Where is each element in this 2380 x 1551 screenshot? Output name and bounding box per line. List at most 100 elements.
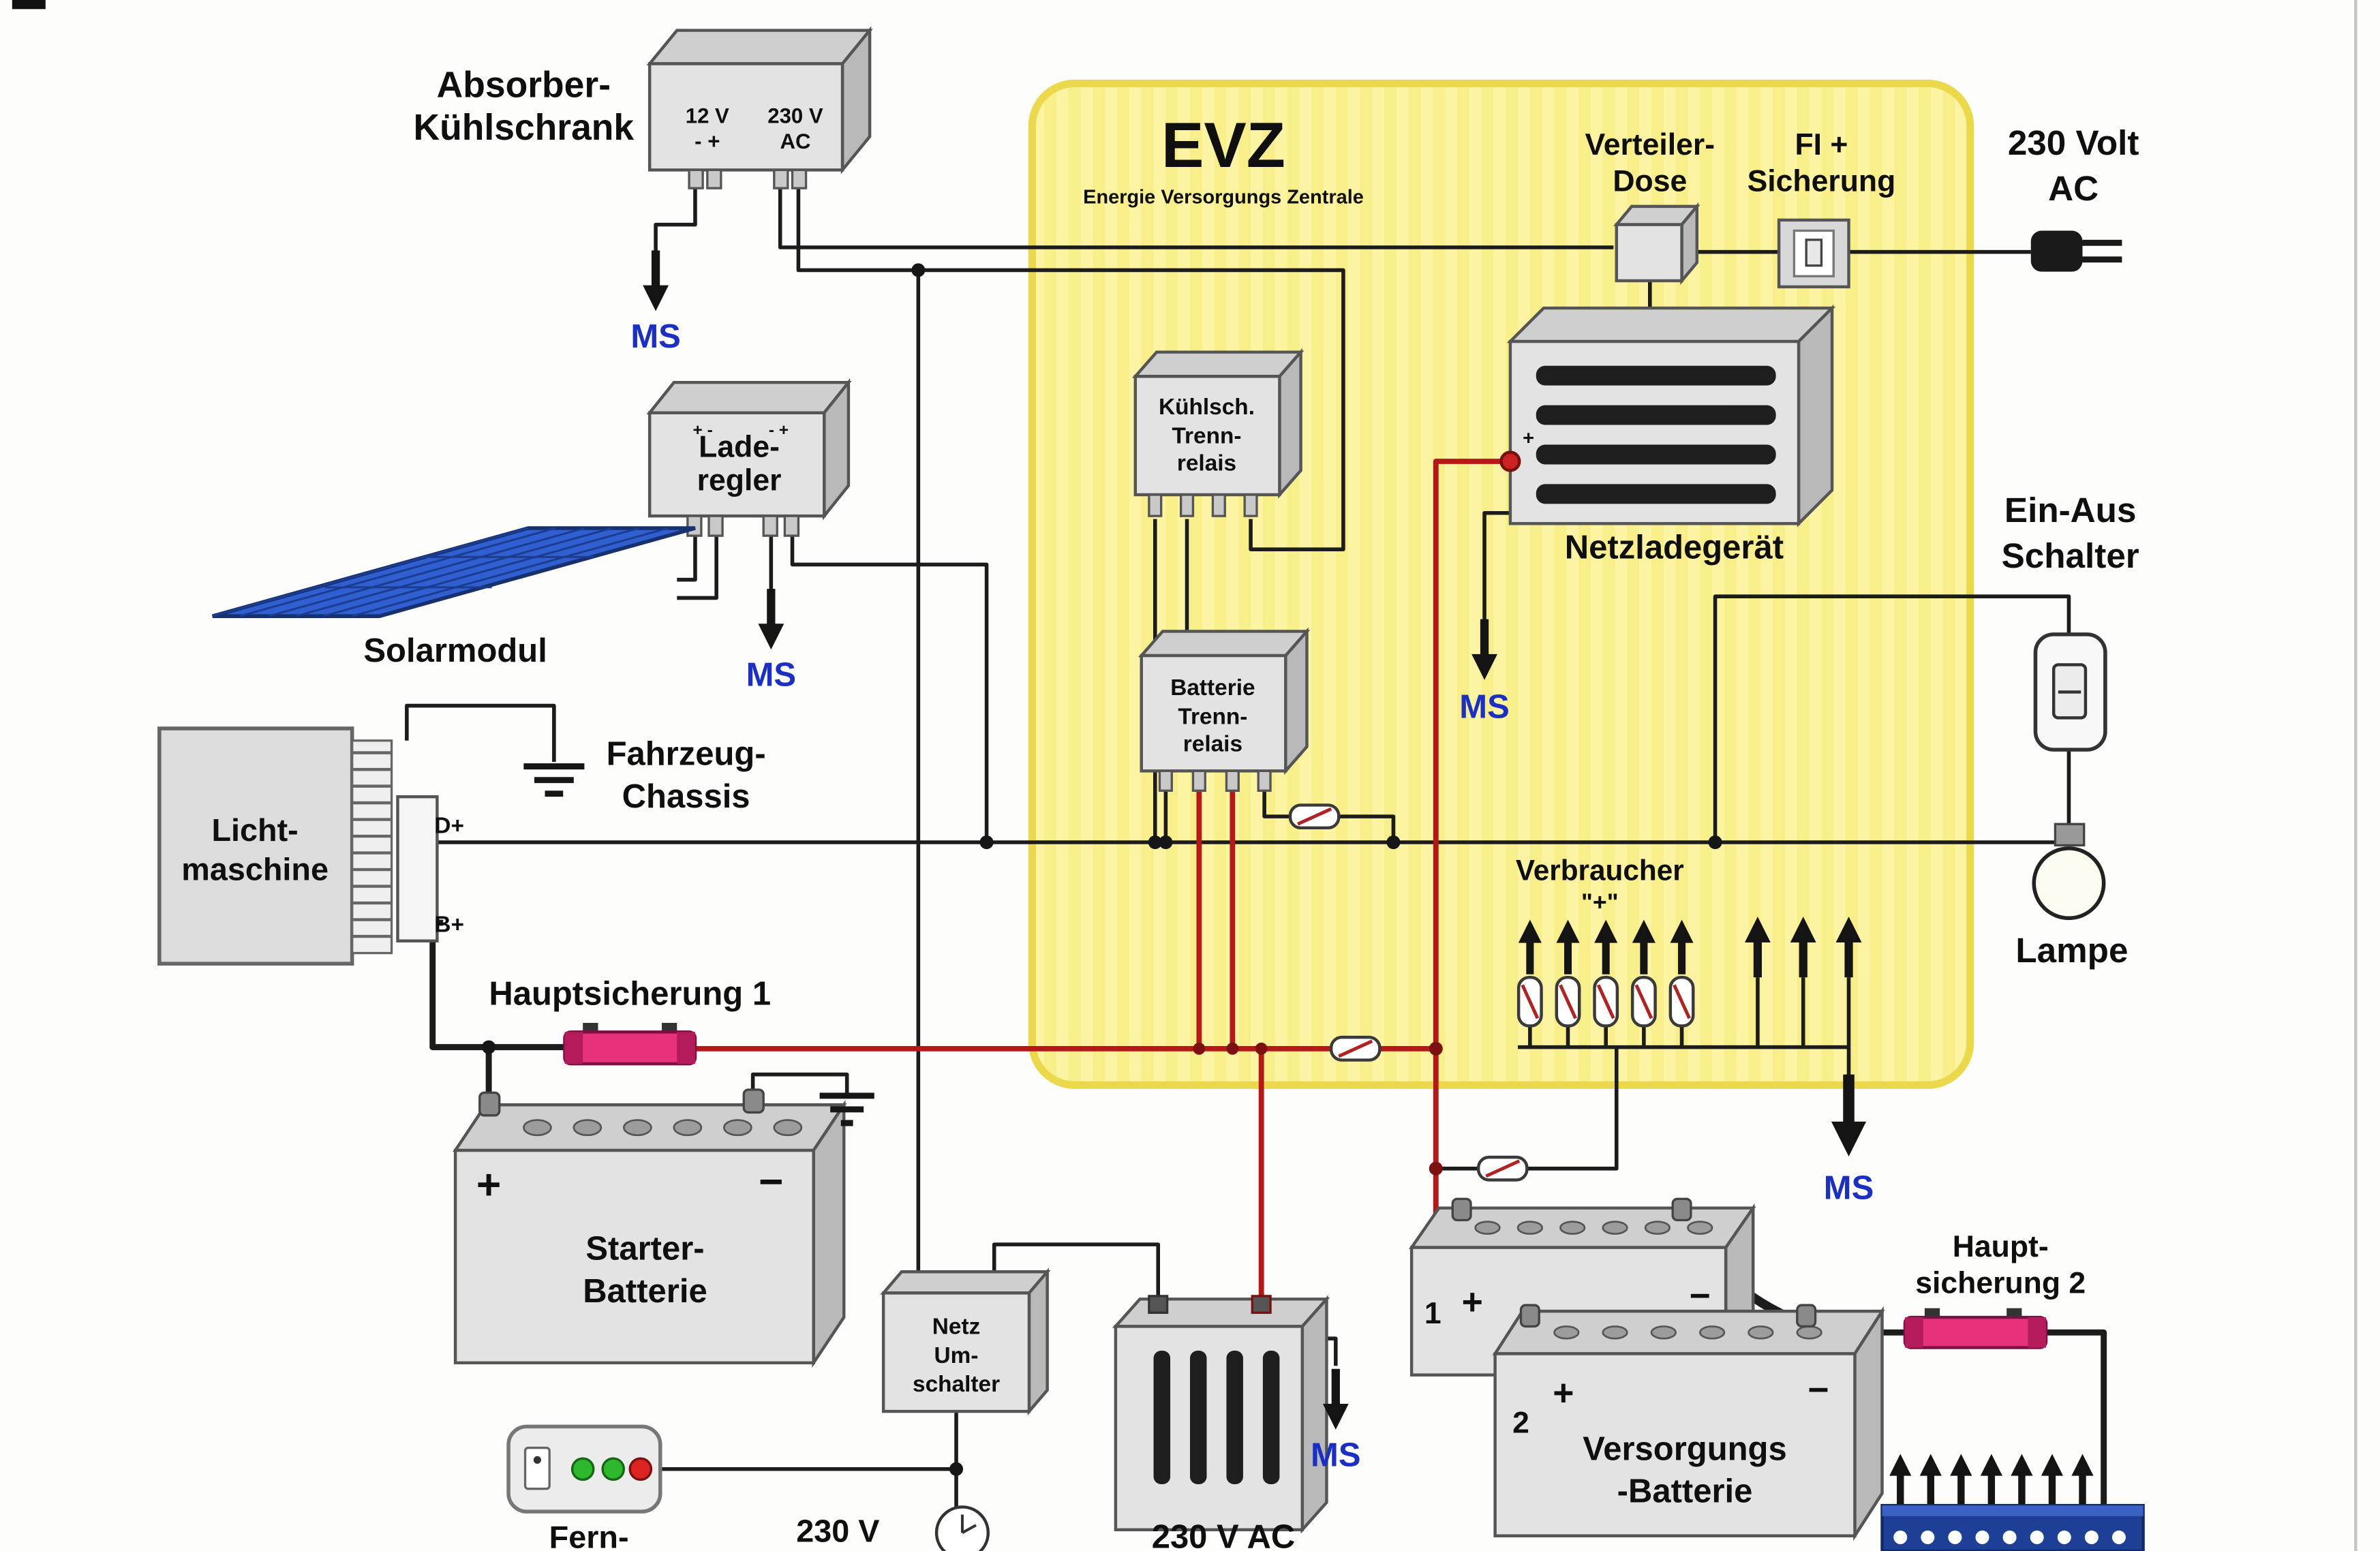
fridge-terminal	[791, 168, 808, 189]
wire-starter-ground	[750, 1072, 849, 1093]
fridge-12v-polarity: - +	[695, 129, 720, 153]
battery2-side	[1853, 1306, 1884, 1541]
laderegler-front	[647, 411, 826, 518]
ein-aus-schalter: Ein-Aus Schalter	[2002, 491, 2139, 752]
verbraucher-fuse	[1557, 977, 1579, 1026]
inline-fuse-verbraucher-feed	[1478, 1157, 1527, 1180]
fi-sicherung: FI + Sicherung	[1748, 128, 1895, 289]
umschalter-label-3: schalter	[913, 1372, 1000, 1397]
wire-fuse2-strip	[2046, 1329, 2107, 1509]
relay2-side	[1284, 627, 1309, 776]
fuse1-cap	[677, 1032, 695, 1064]
laderegler-terminal	[686, 515, 703, 537]
relay2-front	[1140, 654, 1287, 773]
hauptsicherung-1: Hauptsicherung 1	[489, 975, 771, 1066]
solarmodul-label: Solarmodul	[363, 632, 547, 669]
bplus-label: B+	[434, 912, 464, 937]
terminal-strip	[1880, 1454, 2145, 1551]
absorber-label-2: Kühlschrank	[413, 108, 634, 148]
fridge-230v-label: 230 V	[767, 104, 823, 127]
wire-chassis-ground	[405, 703, 556, 762]
battery1-plus-post	[1451, 1197, 1472, 1222]
lichtmaschine-teeth	[352, 751, 392, 938]
mains-label-2: AC	[2048, 169, 2099, 208]
chassis-ground-symbol: Fahrzeug- Chassis	[523, 735, 766, 815]
fridge-terminal	[773, 168, 789, 189]
starter-minus-sign: −	[759, 1158, 783, 1206]
einaus-label-2: Schalter	[2002, 536, 2139, 575]
consumer-arrow	[2011, 1454, 2032, 1505]
meter-hand	[961, 1524, 977, 1535]
hauptsicherung2-label-2: sicherung 2	[1915, 1266, 2086, 1300]
remote-led-red	[628, 1457, 653, 1481]
ms-label-inverter: MS	[1311, 1437, 1360, 1473]
wire-fridge-mains	[778, 188, 1614, 249]
relay2-top	[1138, 630, 1311, 658]
laderegler-terminal	[707, 515, 724, 537]
lampe-label: Lampe	[2015, 931, 2128, 970]
einaus-label-1: Ein-Aus	[2004, 491, 2137, 529]
inverter-terminal	[1148, 1295, 1169, 1315]
chassis-label-1: Fahrzeug-	[607, 735, 766, 772]
junction-dots	[482, 263, 1722, 1476]
fridge-front	[647, 62, 844, 172]
fernbedienung: Fern-	[506, 1424, 662, 1551]
battery2-minus-post	[1796, 1304, 1817, 1328]
ms-label-laderegler: MS	[746, 657, 796, 694]
consumer-arrow	[1950, 1454, 1972, 1505]
fi-label-1: FI +	[1795, 128, 1848, 162]
charger-plus-sign: +	[1523, 428, 1534, 450]
laderegler-pins-solar: - +	[769, 421, 789, 440]
battery2-minus-sign: −	[1807, 1370, 1829, 1411]
fridge-terminal	[688, 168, 704, 189]
netz-umschalter: Netz Um- schalter	[880, 1268, 1051, 1416]
evz-title: EVZ	[1161, 109, 1285, 181]
fuse1-body	[563, 1030, 697, 1066]
consumer-arrow	[1981, 1454, 2002, 1505]
inverter-plus-terminal	[1251, 1295, 1272, 1315]
fuse2-cap	[1904, 1317, 1923, 1348]
v230ac-label: 230 V AC	[1152, 1519, 1296, 1551]
wire-umschalter-inverter	[992, 1242, 1161, 1300]
netzladegeraet-label: Netzladegerät	[1565, 529, 1784, 566]
starter-label-1: Starter-	[585, 1230, 704, 1267]
wire-switch-feed	[1713, 594, 2071, 842]
battery2-plus-sign: +	[1553, 1373, 1574, 1413]
hauptsicherung1-label: Hauptsicherung 1	[489, 975, 771, 1012]
wire-laderegler-solar-a	[677, 534, 697, 582]
verteiler-front	[1615, 223, 1683, 283]
consumer-arrow	[2071, 1454, 2093, 1505]
batterie-trennrelais: Batterie Trenn- relais	[1138, 627, 1311, 792]
strip-highlight	[1882, 1505, 2143, 1516]
relay1-label-3: relais	[1177, 450, 1236, 476]
consumer-arrow	[2041, 1454, 2063, 1505]
inline-fuse-red-line	[1331, 1037, 1379, 1060]
wire-relay2-fuse-b	[1339, 814, 1396, 842]
fuse1-cap	[564, 1032, 583, 1064]
consumer-arrow	[1920, 1454, 1942, 1505]
consumer-arrow	[1889, 1454, 1911, 1505]
versorgungs-batterie-2: 2 + − Versorgungs -Batterie	[1492, 1304, 1885, 1541]
fern-label: Fern-	[549, 1520, 629, 1551]
verteiler-dose: Verteiler- Dose	[1585, 128, 1715, 286]
dplus-label: D+	[434, 814, 464, 839]
plug-body	[2030, 230, 2083, 272]
solar-module: Solarmodul	[212, 526, 696, 669]
absorber-kuehlschrank: 12 V - + 230 V AC Absorber- Kühlschrank	[413, 26, 873, 189]
wire-charger-ms	[1482, 510, 1510, 626]
remote-switch-dot	[533, 1456, 541, 1464]
laderegler-label-1: Lade-	[699, 430, 780, 463]
umschalter-top	[880, 1270, 1051, 1295]
lichtmaschine-connector	[396, 795, 439, 942]
inverter-230vac: 230 V AC	[1112, 1295, 1330, 1551]
evz-subtitle: Energie Versorgungs Zentrale	[1083, 186, 1364, 208]
wire-red-charger	[1433, 459, 1503, 1049]
umschalter-front	[881, 1291, 1031, 1413]
relay1-top	[1131, 350, 1305, 378]
mains-label-1: 230 Volt	[2008, 123, 2139, 162]
battery1-minus-post	[1671, 1197, 1692, 1222]
chassis-label-2: Chassis	[622, 778, 750, 815]
verbraucher-fuse	[1632, 977, 1655, 1026]
charger-side	[1797, 304, 1834, 527]
